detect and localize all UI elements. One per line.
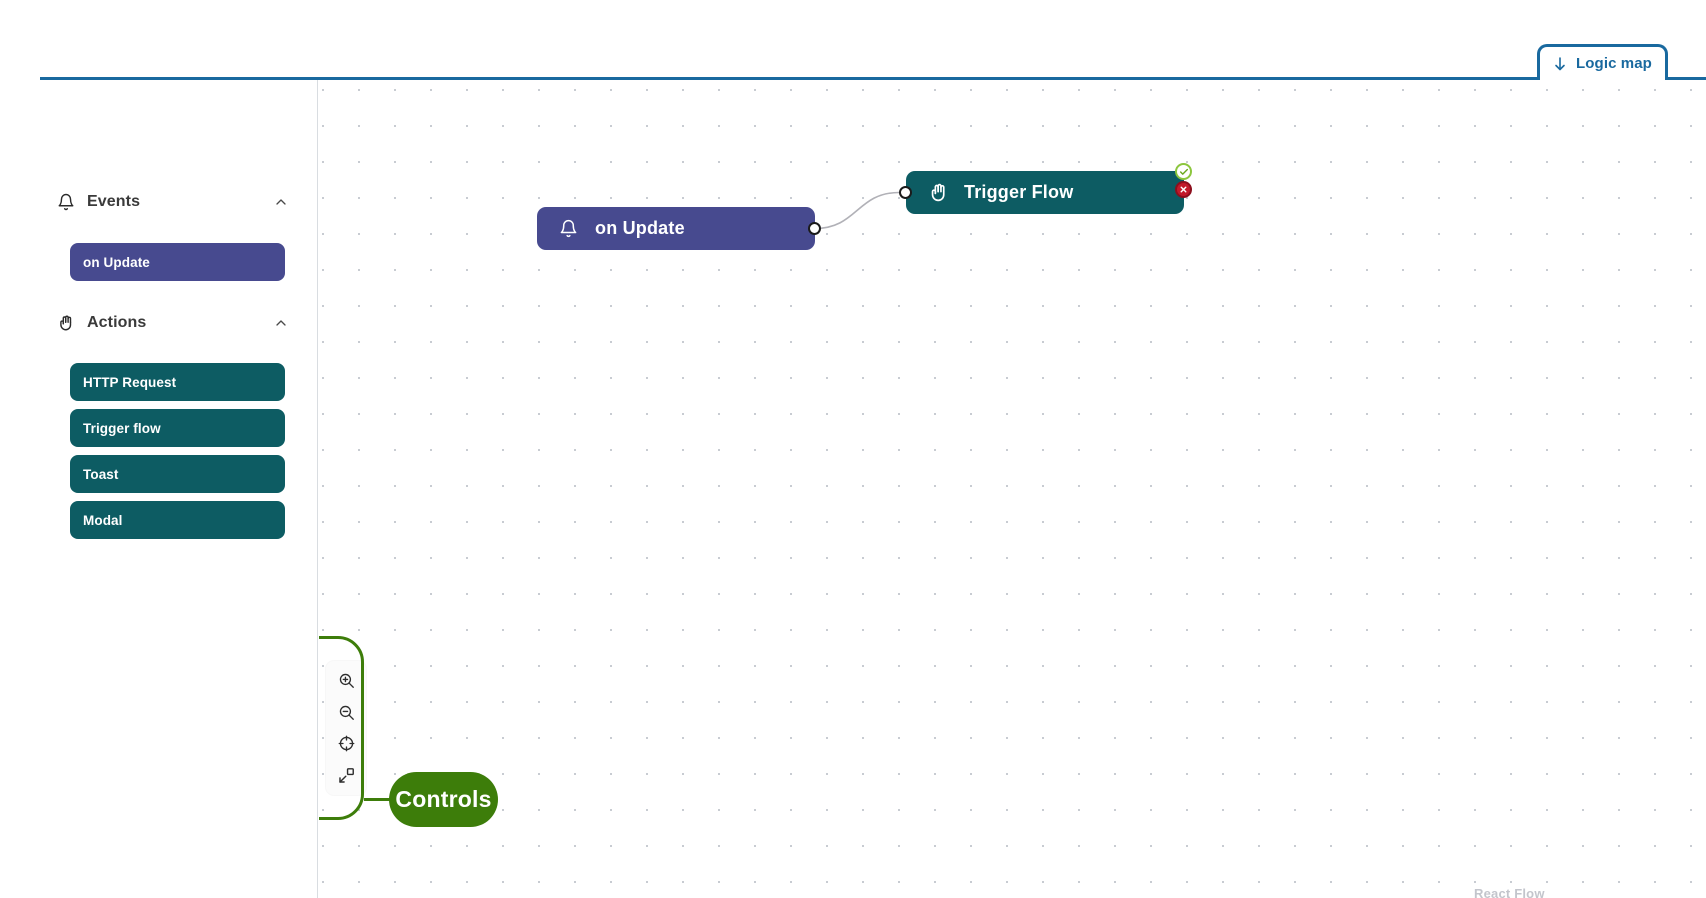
flow-canvas[interactable]: on Update Trigger Flow — [319, 80, 1706, 898]
bell-icon — [58, 193, 74, 211]
fit-view-button[interactable] — [333, 731, 359, 757]
sidebar-item-toast[interactable]: Toast — [70, 455, 285, 493]
react-flow-watermark[interactable]: React Flow — [1474, 886, 1545, 898]
sidebar-section-events[interactable]: Events — [57, 190, 289, 214]
sidebar-item-modal-label: Modal — [83, 512, 123, 528]
chevron-up-icon[interactable] — [273, 194, 289, 210]
sidebar-item-modal[interactable]: Modal — [70, 501, 285, 539]
bell-icon — [560, 219, 577, 238]
react-flow-watermark-label: React Flow — [1474, 886, 1545, 898]
tab-logic-map[interactable]: Logic map — [1537, 44, 1668, 80]
flow-controls-panel — [326, 661, 366, 795]
chevron-up-icon[interactable] — [273, 315, 289, 331]
sidebar-section-actions-label: Actions — [87, 314, 147, 331]
sidebar-item-on-update-label: on Update — [83, 254, 150, 270]
node-trigger-flow[interactable]: Trigger Flow — [906, 171, 1184, 214]
controls-annotation-pill: Controls — [389, 772, 498, 827]
hand-icon — [60, 315, 72, 331]
close-icon — [1180, 186, 1187, 193]
topbar-divider-line-right — [1665, 77, 1706, 80]
node-trigger-flow-label: Trigger Flow — [964, 182, 1074, 202]
remove-badge[interactable] — [1175, 181, 1192, 198]
node-trigger-flow-target-handle[interactable] — [899, 186, 912, 199]
sidebar-item-http-request[interactable]: HTTP Request — [70, 363, 285, 401]
sidebar-item-trigger-flow-label: Trigger flow — [83, 420, 161, 436]
topbar-divider-line — [40, 77, 1537, 80]
node-on-update-source-handle[interactable] — [808, 222, 821, 235]
arrow-down-icon — [1555, 56, 1565, 70]
sidebar-section-events-label: Events — [87, 193, 141, 210]
sidebar-item-trigger-flow[interactable]: Trigger flow — [70, 409, 285, 447]
edge-on-update-to-trigger-flow[interactable] — [814, 191, 900, 230]
tab-logic-map-label: Logic map — [1576, 55, 1652, 72]
zoom-out-button[interactable] — [333, 699, 359, 725]
fit-view-icon — [338, 735, 354, 752]
sidebar-item-http-request-label: HTTP Request — [83, 374, 177, 390]
zoom-in-icon — [339, 674, 354, 689]
resize-icon — [338, 767, 354, 783]
sidebar: Events on Update Actions HTTP Request — [0, 80, 318, 898]
toggle-interactivity-button[interactable] — [333, 762, 359, 788]
zoom-out-icon — [339, 705, 354, 720]
controls-annotation-label: Controls — [395, 786, 492, 812]
node-on-update[interactable]: on Update — [537, 207, 815, 250]
controls-annotation-connector — [364, 798, 402, 801]
zoom-in-button[interactable] — [333, 668, 359, 694]
sidebar-section-actions[interactable]: Actions — [57, 311, 289, 335]
check-icon — [1179, 168, 1188, 175]
sidebar-item-on-update[interactable]: on Update — [70, 243, 285, 281]
hand-icon — [931, 183, 945, 202]
node-on-update-label: on Update — [595, 218, 685, 238]
top-bar: Logic map — [0, 0, 1706, 80]
sidebar-item-toast-label: Toast — [83, 466, 119, 482]
valid-badge[interactable] — [1175, 163, 1192, 180]
